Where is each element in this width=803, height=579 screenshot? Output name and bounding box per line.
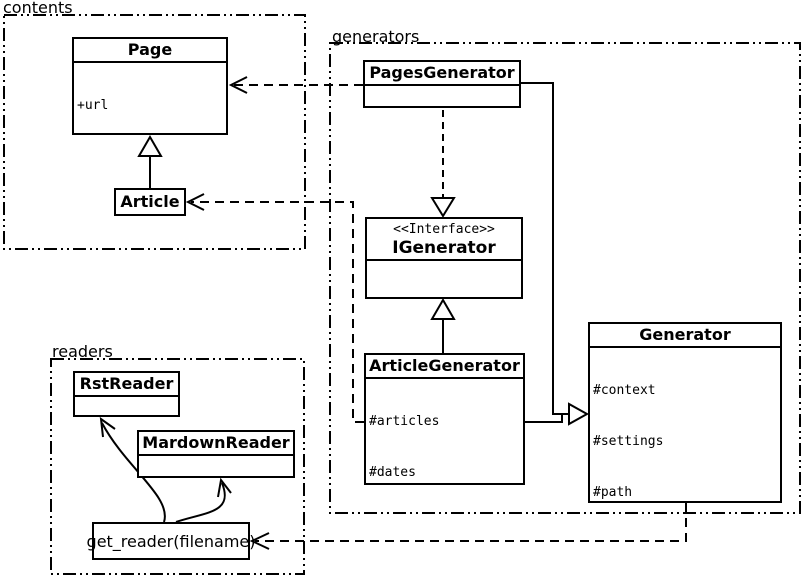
class-igenerator-stereotype: <<Interface>> bbox=[393, 222, 495, 237]
uml-member: +url bbox=[77, 98, 109, 113]
get-reader-label: get_reader(filename) bbox=[86, 531, 256, 551]
class-mardownreader: MardownReader +read() bbox=[137, 430, 295, 478]
class-mardownreader-methods: +read() bbox=[139, 456, 293, 476]
class-rstreader: RstReader +read() bbox=[73, 371, 180, 417]
class-igenerator-header: <<Interface>> IGenerator bbox=[367, 219, 521, 261]
package-label-generators: generators bbox=[332, 27, 420, 46]
uml-member: +generate_context() bbox=[370, 295, 519, 297]
class-igenerator-methods: +generate_context() +generate_output() bbox=[367, 261, 521, 297]
class-mardownreader-title: MardownReader bbox=[139, 432, 293, 456]
class-rstreader-title: RstReader bbox=[75, 373, 178, 397]
uml-member: #context bbox=[593, 383, 656, 398]
class-articlegenerator-attributes: #articles #dates #tags #categories bbox=[366, 379, 523, 483]
association-getreader-to-rstreader bbox=[99, 416, 166, 523]
class-page: Page +url +slug +summary +check_properti… bbox=[72, 37, 228, 135]
class-articlegenerator-title: ArticleGenerator bbox=[366, 355, 523, 379]
class-generator: Generator #context #settings #path #them… bbox=[588, 322, 782, 503]
dependency-generator-to-getreader bbox=[249, 503, 687, 550]
function-box-get-reader: get_reader(filename) bbox=[87, 522, 255, 560]
dependency-articlegenerator-to-article bbox=[185, 193, 364, 423]
generators-package-border bbox=[329, 42, 801, 514]
class-pagesgenerator-attributes: #pages bbox=[365, 86, 519, 106]
dependency-pagesgenerator-to-page bbox=[228, 76, 363, 94]
class-igenerator: <<Interface>> IGenerator +generate_conte… bbox=[365, 217, 523, 299]
realization-pagesgenerator-to-igenerator bbox=[430, 110, 456, 218]
package-label-readers: readers bbox=[52, 342, 113, 361]
class-page-title: Page bbox=[74, 39, 226, 63]
uml-member: #dates bbox=[369, 465, 416, 480]
readers-package-border bbox=[50, 358, 305, 575]
class-generator-attributes: #context #settings #path #theme #output_… bbox=[590, 348, 780, 501]
class-article-title: Article bbox=[120, 192, 180, 211]
class-page-attributes: +url +slug +summary bbox=[74, 63, 226, 133]
uml-member: #settings bbox=[593, 434, 664, 449]
class-article: Article bbox=[114, 188, 186, 216]
association-getreader-to-mardownreader bbox=[175, 477, 232, 523]
contents-package-border bbox=[3, 14, 306, 250]
package-label-contents: contents bbox=[3, 0, 73, 17]
generalization-articlegenerator-to-igenerator bbox=[430, 298, 456, 353]
class-pagesgenerator: PagesGenerator #pages bbox=[363, 60, 521, 108]
class-rstreader-methods: +read() bbox=[75, 397, 178, 415]
uml-member: #articles bbox=[369, 414, 440, 429]
uml-member: #path bbox=[593, 485, 633, 500]
class-pagesgenerator-title: PagesGenerator bbox=[365, 62, 519, 86]
generalization-generators-to-generator bbox=[521, 82, 590, 426]
class-articlegenerator: ArticleGenerator #articles #dates #tags … bbox=[364, 353, 525, 485]
class-igenerator-title: IGenerator bbox=[392, 238, 496, 258]
generalization-article-to-page bbox=[137, 135, 163, 188]
class-generator-title: Generator bbox=[590, 324, 780, 348]
